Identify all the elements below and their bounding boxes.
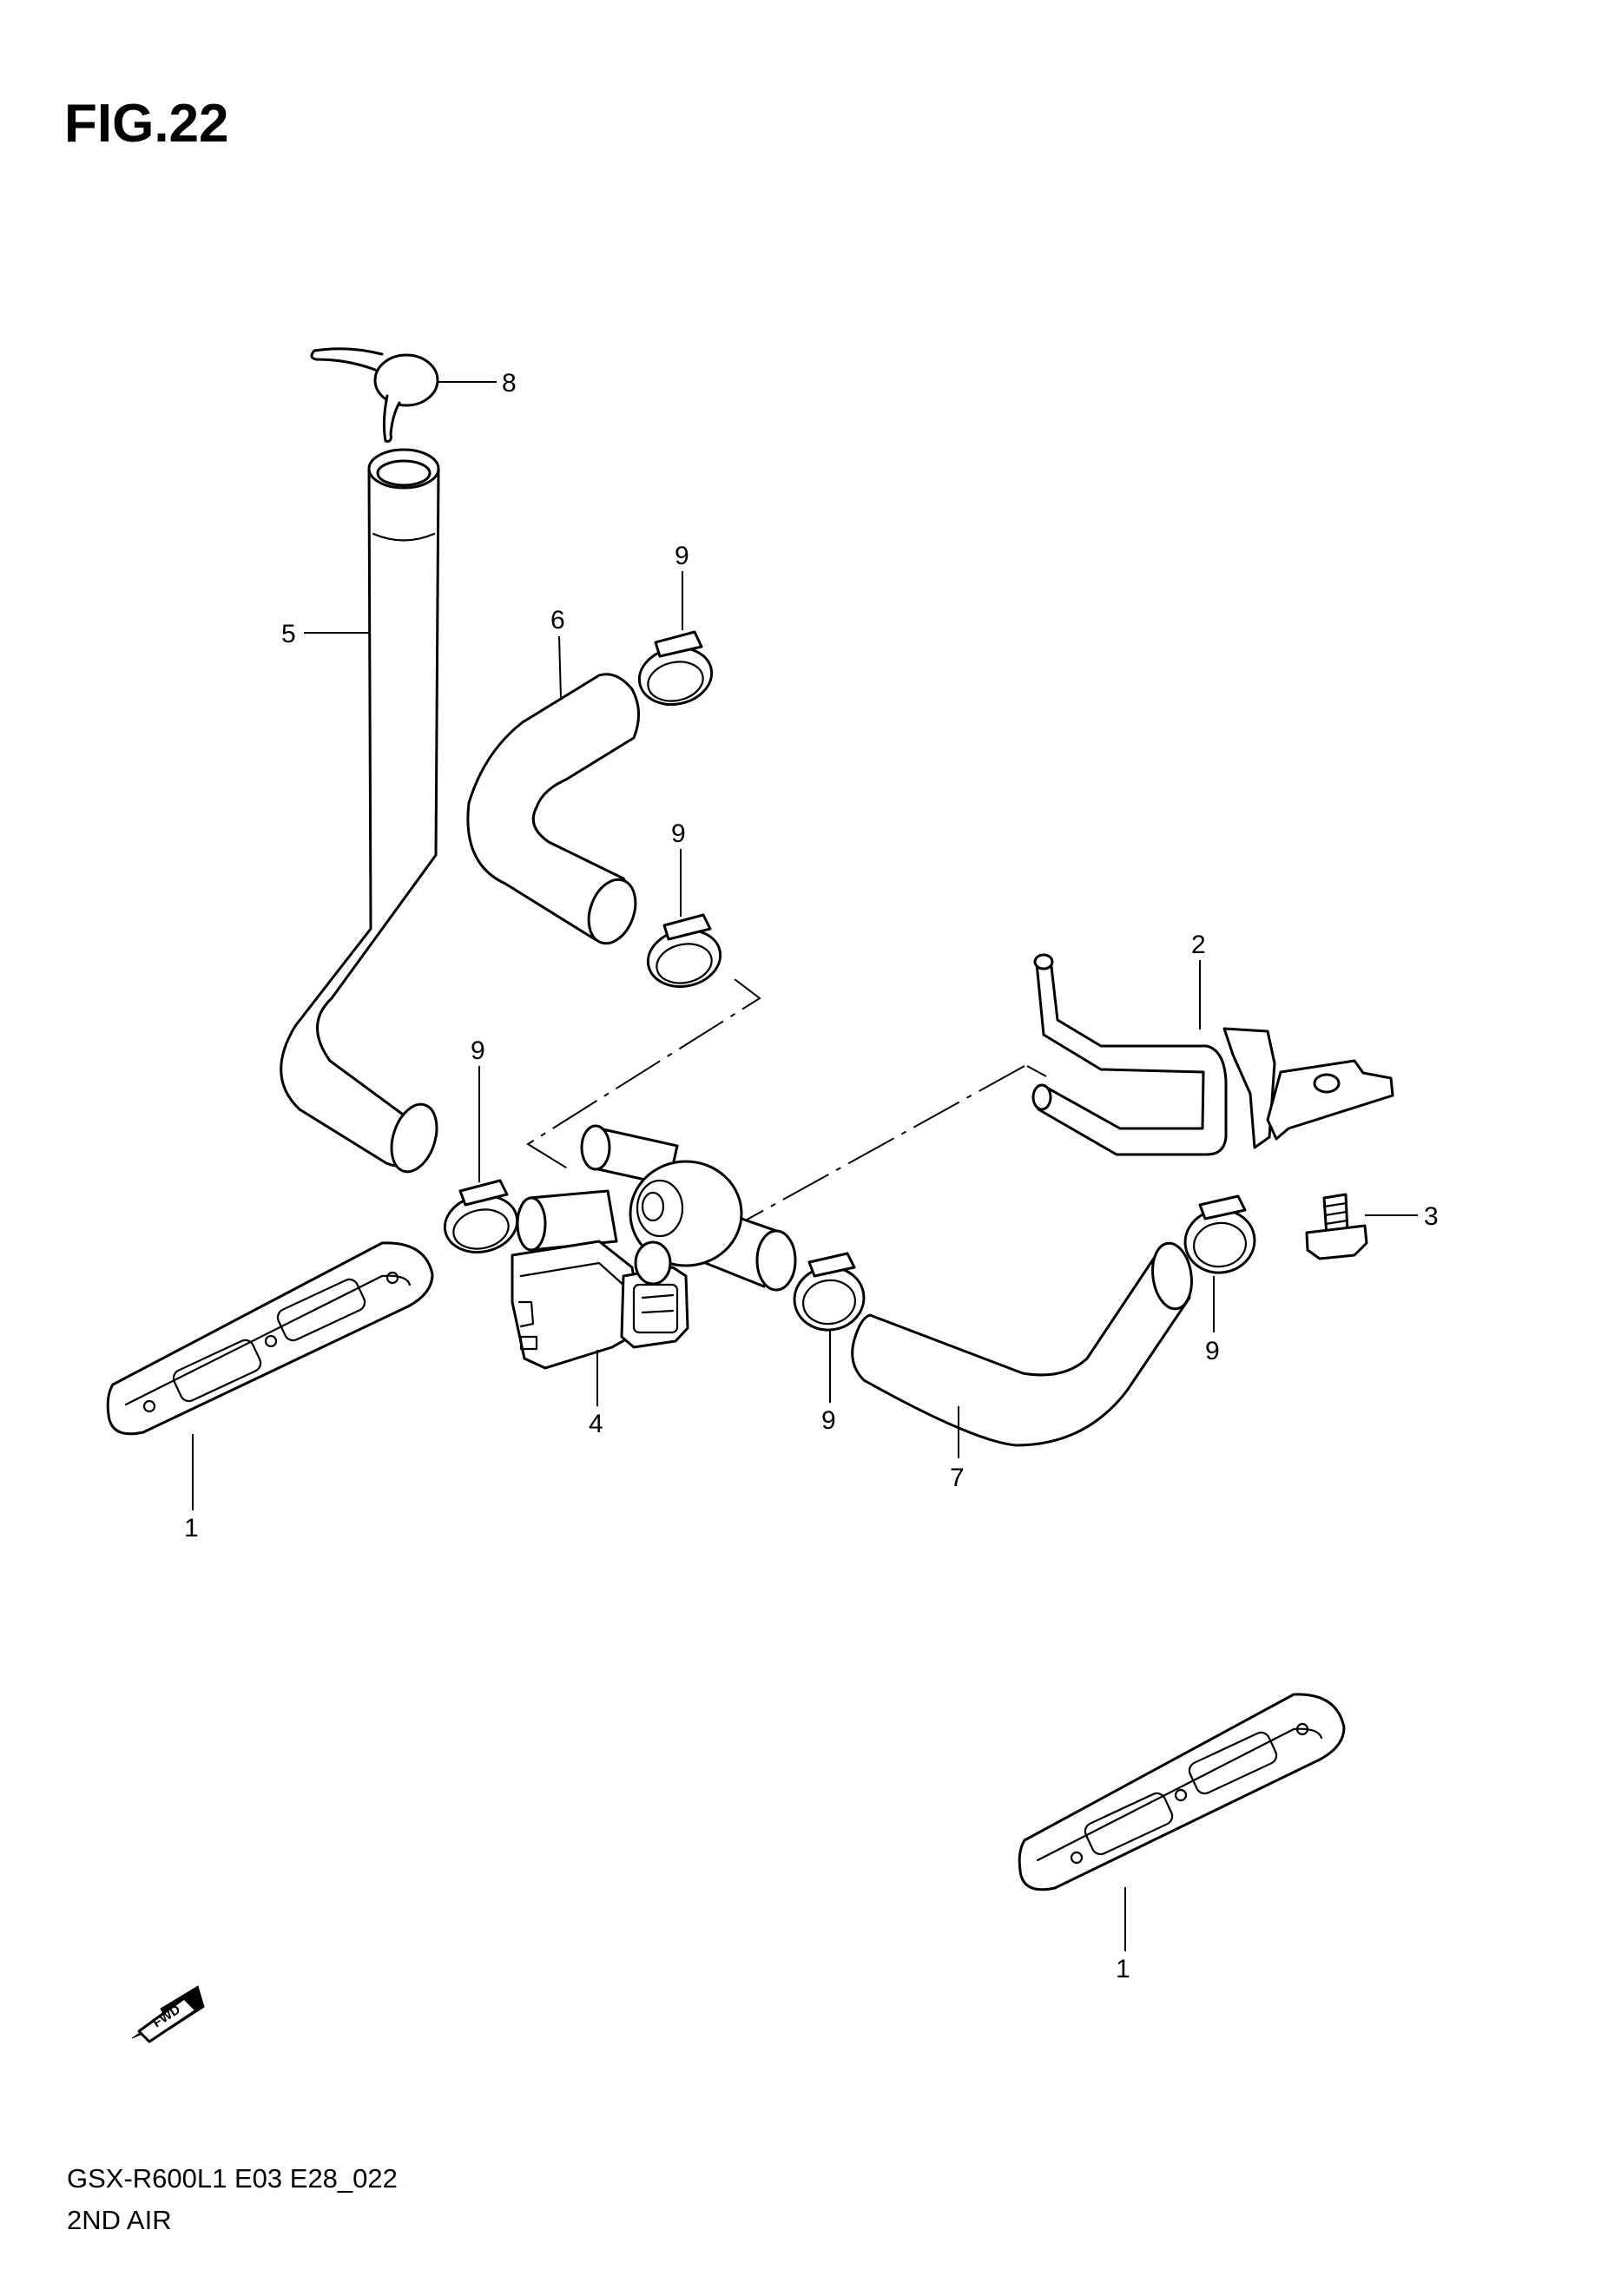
clamp-valve-part[interactable]	[790, 1252, 867, 1334]
clamp-right-part[interactable]	[1181, 1194, 1258, 1277]
section-name: 2ND AIR	[67, 2205, 172, 2235]
clamp-mid-part[interactable]	[642, 913, 725, 993]
hose-long-part[interactable]	[280, 448, 445, 1177]
callout-clamp-valve: 9	[821, 1406, 836, 1435]
fwd-arrow-icon: FWD	[131, 1985, 205, 2043]
leader-hose-elbow	[558, 635, 562, 700]
assembly-line-upper	[526, 978, 761, 1173]
callout-hose-long: 5	[281, 620, 296, 648]
pad-right-part[interactable]	[1018, 1693, 1346, 1891]
bracket-part[interactable]	[1031, 953, 1394, 1156]
callout-valve: 4	[589, 1410, 603, 1438]
figure-title: FIG.22	[64, 94, 229, 154]
clamp-left-part[interactable]	[439, 1179, 522, 1259]
callout-cap: 8	[502, 369, 517, 398]
bolt-part[interactable]	[1305, 1193, 1368, 1260]
assembly-line-bracket	[1026, 1065, 1047, 1077]
cap-part[interactable]	[310, 347, 439, 443]
model-code: GSX-R600L1 E03 E28_022	[67, 2163, 398, 2194]
pad-left-part[interactable]	[106, 1241, 434, 1436]
callout-pad-left: 1	[184, 1514, 199, 1543]
callout-clamp-top: 9	[675, 542, 689, 570]
valve-part[interactable]	[511, 1124, 797, 1370]
callout-bracket: 2	[1191, 931, 1206, 959]
callout-bolt: 3	[1424, 1202, 1439, 1231]
callout-clamp-left: 9	[471, 1036, 485, 1065]
clamp-top-part[interactable]	[634, 630, 716, 711]
callout-clamp-mid: 9	[671, 819, 686, 848]
callout-pad-right: 1	[1116, 1955, 1130, 1984]
callout-hose-elbow: 6	[550, 606, 565, 635]
hose-elbow-part[interactable]	[466, 673, 644, 951]
hose-lower-part[interactable]	[851, 1240, 1196, 1447]
callout-hose-lower: 7	[950, 1464, 965, 1492]
callout-clamp-right: 9	[1205, 1337, 1220, 1365]
